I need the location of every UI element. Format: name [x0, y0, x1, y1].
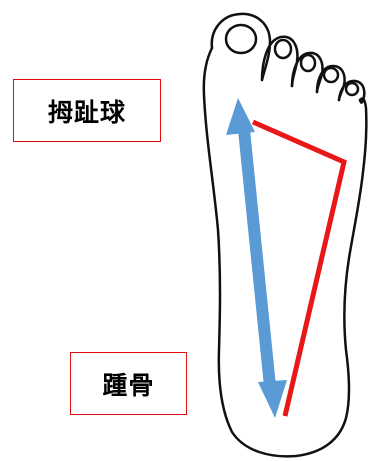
- double-headed-arrow-icon: [226, 98, 287, 418]
- fourth-toe-nail: [324, 68, 338, 82]
- arrow-shaft: [243, 120, 271, 396]
- second-toe-nail: [275, 40, 291, 58]
- foot-outline: [204, 14, 367, 456]
- arrow-head-top: [226, 98, 255, 135]
- ball-of-big-toe-label: 拇趾球: [13, 79, 161, 142]
- heel-bone-label: 踵骨: [70, 352, 187, 415]
- fifth-toe-nail: [346, 83, 358, 95]
- third-toe-nail: [301, 55, 315, 71]
- sole-outline: [204, 48, 367, 456]
- big-toe-nail: [226, 25, 256, 53]
- arrow-head-bottom: [258, 380, 287, 418]
- ball-of-big-toe-text: 拇趾球: [48, 93, 126, 129]
- heel-bone-text: 踵骨: [102, 366, 154, 402]
